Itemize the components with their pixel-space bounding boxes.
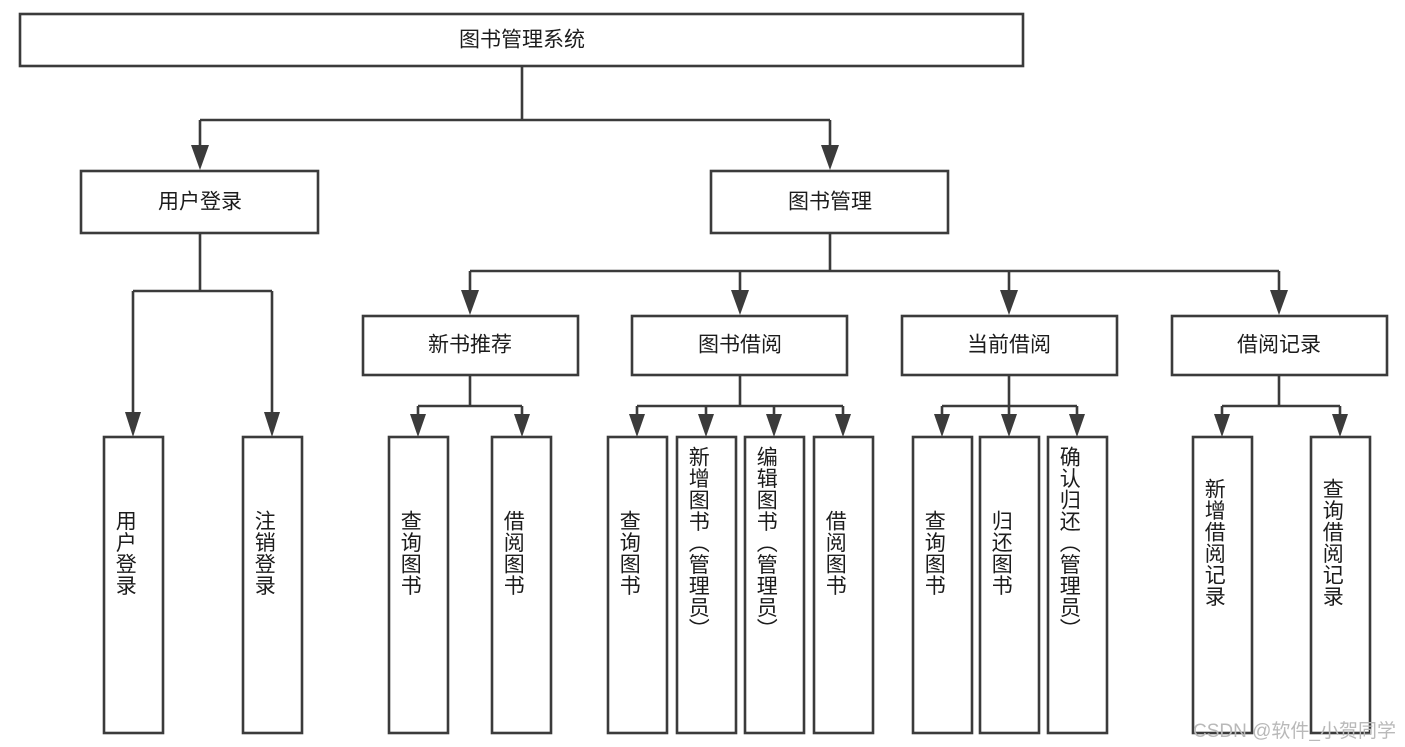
arrow-level3-4 [1270, 290, 1288, 315]
arrow-leaf-cb-3 [1069, 414, 1085, 437]
arrow-leaf-bb-4 [835, 414, 851, 437]
arrow-leaf-bb-2 [698, 414, 714, 437]
arrow-level3-3 [1000, 290, 1018, 315]
arrow-level3-2 [731, 290, 749, 315]
node-leaf-query-book-cb[interactable] [911, 435, 974, 735]
node-current-borrow[interactable] [900, 314, 1119, 377]
watermark-text: CSDN @软件_小贺同学 [1193, 721, 1396, 742]
node-book-management-label: 图书管理 [788, 191, 872, 214]
node-leaf-borrow-book-bb[interactable] [812, 435, 875, 735]
node-book-management[interactable] [709, 169, 950, 235]
arrow-user-login [191, 145, 209, 170]
connector-userlogin-to-leaves [125, 233, 280, 437]
node-leaf-query-book-nb[interactable] [387, 435, 450, 735]
node-leaf-query-book-bb[interactable] [606, 435, 669, 735]
arrow-leaf-bb-1 [629, 414, 645, 437]
node-leaf-add-record[interactable] [1191, 435, 1254, 735]
node-borrow-record-label: 借阅记录 [1237, 334, 1321, 357]
node-leaf-query-record[interactable] [1309, 435, 1372, 735]
node-leaf-user-login[interactable] [102, 435, 165, 735]
node-book-borrow-label: 图书借阅 [698, 334, 782, 357]
node-user-login-label: 用户登录 [158, 191, 242, 214]
arrow-leaf-br-2 [1332, 414, 1348, 437]
arrow-leaf-nb-1 [410, 414, 426, 437]
arrow-leaf-ul-1 [125, 412, 141, 437]
arrow-leaf-br-1 [1214, 414, 1230, 437]
node-new-book-recommend[interactable] [361, 314, 580, 377]
node-leaf-edit-book[interactable] [743, 435, 806, 735]
arrow-level3-1 [461, 290, 479, 315]
node-leaf-logout[interactable] [241, 435, 304, 735]
node-leaf-return-book[interactable] [978, 435, 1041, 735]
node-root[interactable] [18, 12, 1025, 68]
arrow-leaf-nb-2 [514, 414, 530, 437]
arrow-leaf-cb-1 [934, 414, 950, 437]
node-current-borrow-label: 当前借阅 [967, 334, 1051, 357]
connector-newbook-to-leaves [410, 375, 530, 437]
node-user-login[interactable] [79, 169, 320, 235]
arrow-leaf-ul-2 [264, 412, 280, 437]
arrow-book-mgmt [821, 145, 839, 170]
node-leaf-confirm-return[interactable] [1046, 435, 1109, 735]
connector-root-to-level2 [191, 66, 839, 170]
connector-borrowrecord-to-leaves [1214, 375, 1348, 437]
arrow-leaf-bb-3 [766, 414, 782, 437]
connector-currentborrow-to-leaves [934, 375, 1085, 437]
node-root-label: 图书管理系统 [459, 29, 585, 52]
arrow-leaf-cb-2 [1001, 414, 1017, 437]
node-book-borrow[interactable] [630, 314, 849, 377]
node-borrow-record[interactable] [1170, 314, 1389, 377]
node-leaf-add-book[interactable] [675, 435, 738, 735]
node-new-book-recommend-label: 新书推荐 [428, 334, 512, 357]
node-leaf-borrow-book-nb[interactable] [490, 435, 553, 735]
connector-bookborrow-to-leaves [629, 375, 851, 437]
connector-bookmgmt-to-level3 [461, 233, 1288, 315]
